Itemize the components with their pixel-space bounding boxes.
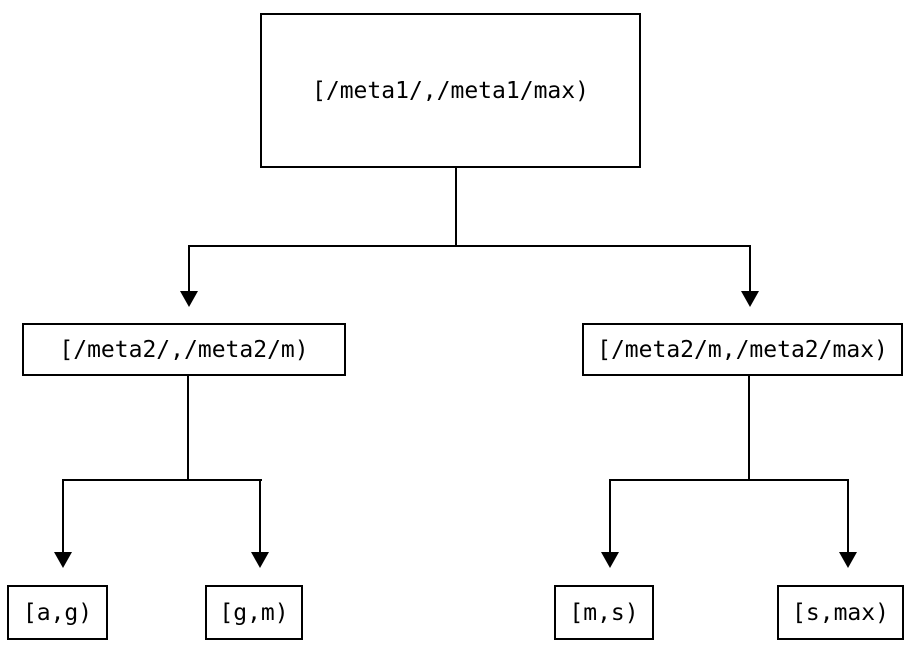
- node-leaf-ag-label: [a,g): [22, 599, 93, 626]
- node-meta2-right-label: [/meta2/m,/meta2/max): [597, 336, 888, 363]
- node-leaf-gm: [g,m): [205, 585, 303, 640]
- edge-meta2-right-horizontal-line: [609, 479, 849, 481]
- edge-root-right-drop-line: [749, 245, 751, 292]
- node-root: [/meta1/,/meta1/max): [260, 13, 641, 168]
- edge-meta2-left-drop-ag-line: [62, 479, 64, 553]
- node-leaf-smax: [s,max): [777, 585, 904, 640]
- edge-root-stem-line: [455, 167, 457, 247]
- node-meta2-left: [/meta2/,/meta2/m): [22, 323, 346, 376]
- node-leaf-smax-label: [s,max): [792, 599, 889, 626]
- node-meta2-left-label: [/meta2/,/meta2/m): [59, 336, 309, 363]
- edge-meta2-right-drop-ms-line: [609, 479, 611, 553]
- arrowhead-down-icon: [251, 552, 269, 568]
- node-leaf-ms-label: [m,s): [569, 599, 639, 626]
- node-leaf-gm-label: [g,m): [219, 599, 289, 626]
- edge-meta2-right-stem-line: [748, 376, 750, 481]
- node-leaf-ag: [a,g): [7, 585, 108, 640]
- arrowhead-down-icon: [180, 291, 198, 307]
- edge-root-horizontal-line: [189, 245, 751, 247]
- edge-root-left-drop-line: [188, 245, 190, 292]
- edge-meta2-left-drop-gm-line: [259, 479, 261, 553]
- edge-meta2-left-stem-line: [187, 376, 189, 481]
- edge-meta2-left-horizontal-line: [62, 479, 262, 481]
- arrowhead-down-icon: [741, 291, 759, 307]
- arrowhead-down-icon: [601, 552, 619, 568]
- node-leaf-ms: [m,s): [554, 585, 654, 640]
- node-root-label: [/meta1/,/meta1/max): [312, 77, 589, 104]
- node-meta2-right: [/meta2/m,/meta2/max): [582, 323, 903, 376]
- edge-meta2-right-drop-smax-line: [847, 479, 849, 553]
- arrowhead-down-icon: [54, 552, 72, 568]
- arrowhead-down-icon: [839, 552, 857, 568]
